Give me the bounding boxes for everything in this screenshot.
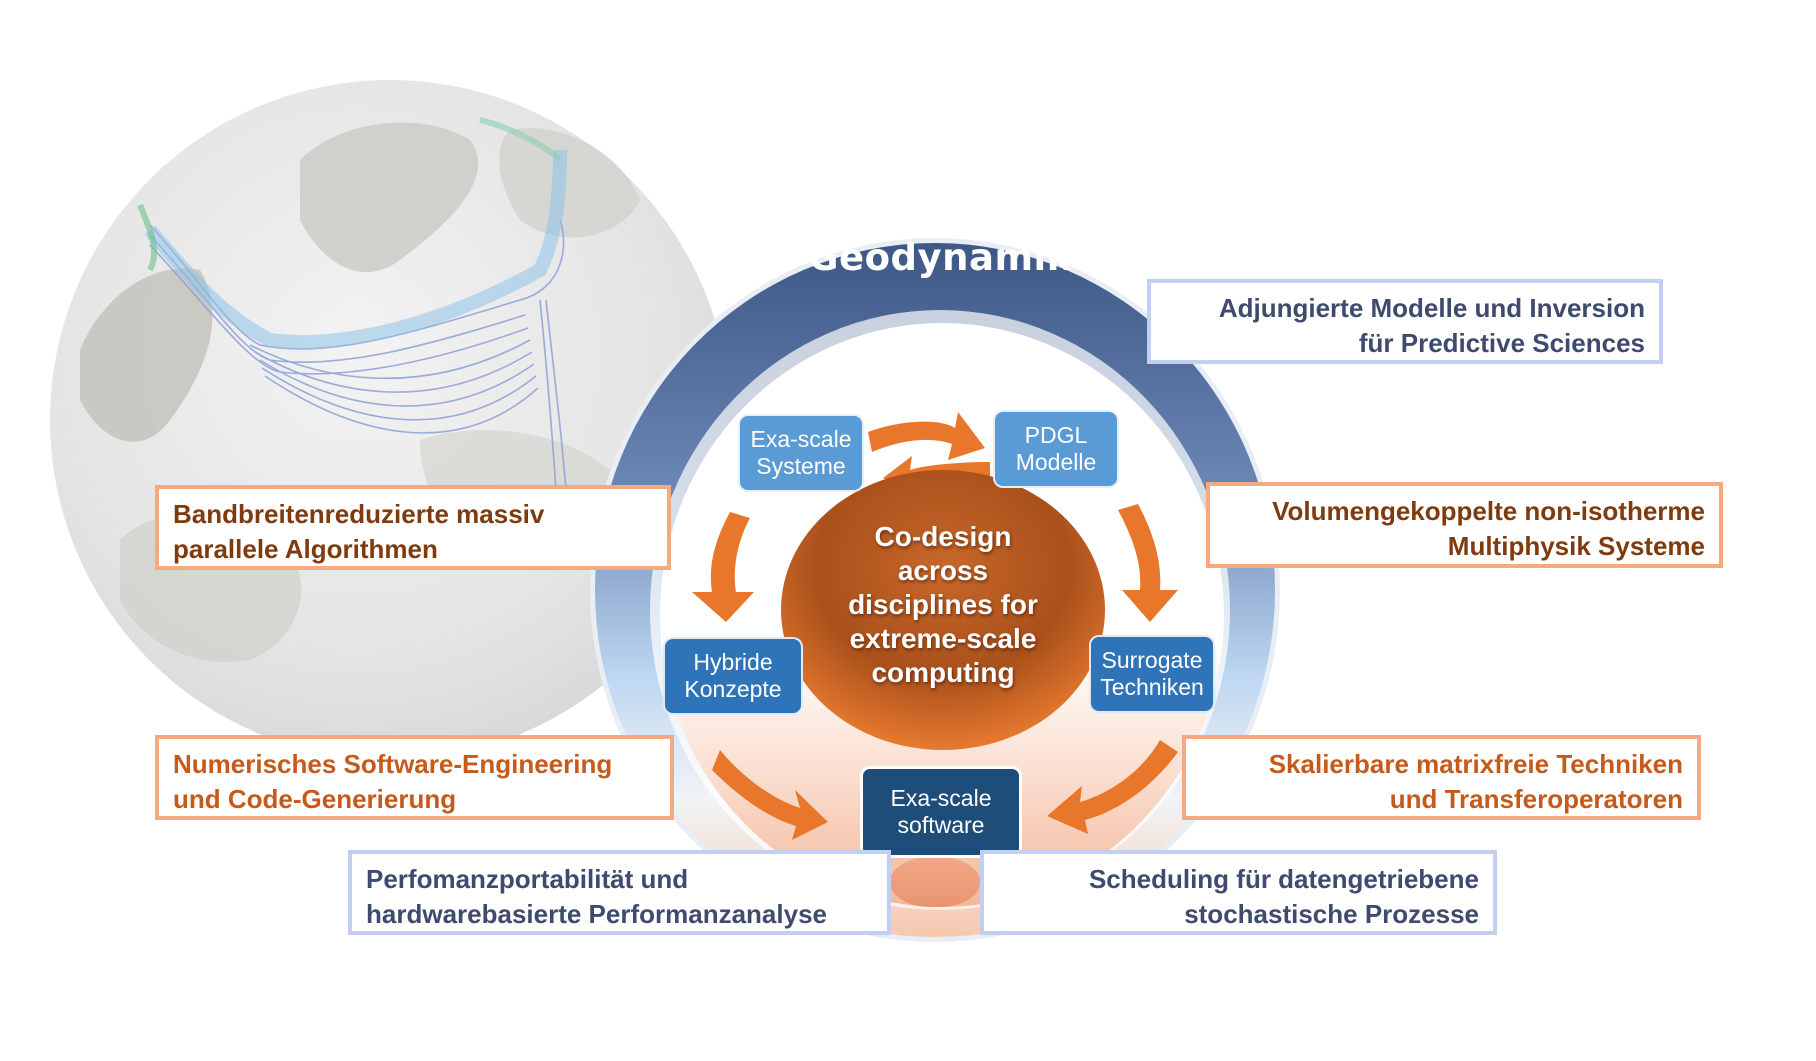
arrow-surrogate-to-software: [1047, 740, 1178, 834]
node-hybride-konzepte: Hybride Konzepte: [663, 637, 803, 715]
arrow-pdgl-to-surrogate: [1118, 504, 1178, 622]
node-exa-scale-software: Exa-scale software: [860, 766, 1022, 858]
topic-line: Multiphysik Systeme: [1447, 531, 1705, 561]
node-label: Modelle: [1015, 449, 1097, 475]
topic-line: für Predictive Sciences: [1358, 328, 1645, 358]
topic-bandbreitenreduzierte-algorithmen: Bandbreitenreduzierte massiv parallele A…: [155, 485, 671, 570]
center-line: Co-design: [874, 521, 1012, 552]
center-line: computing: [871, 657, 1015, 688]
node-surrogate-techniken: Surrogate Techniken: [1089, 635, 1215, 713]
topic-skalierbare-matrixfreie-techniken: Skalierbare matrixfreie Techniken und Tr…: [1182, 735, 1701, 820]
topic-numerisches-software-engineering: Numerisches Software-Engineering und Cod…: [155, 735, 674, 820]
node-label: software: [897, 812, 985, 838]
node-label: Exa-scale: [750, 426, 852, 452]
topic-line: Volumengekoppelte non-isotherme: [1272, 496, 1705, 526]
center-line: extreme-scale: [849, 623, 1037, 654]
center-line: across: [897, 555, 989, 586]
node-label: Techniken: [1100, 674, 1204, 700]
topic-perfomanzportabilitaet: Perfomanzportabilität und hardwarebasier…: [348, 850, 891, 935]
topic-volumengekoppelte-systeme: Volumengekoppelte non-isotherme Multiphy…: [1206, 482, 1723, 568]
topic-adjungierte-modelle: Adjungierte Modelle und Inversion für Pr…: [1147, 279, 1663, 364]
topic-line: Numerisches Software-Engineering: [173, 749, 613, 779]
topic-line: Skalierbare matrixfreie Techniken: [1268, 749, 1683, 779]
center-ellipse: [781, 470, 1105, 750]
arrow-hybride-to-software: [712, 750, 828, 840]
node-label: PDGL: [1024, 422, 1088, 448]
topic-line: Scheduling für datengetriebene: [1088, 864, 1479, 894]
globe-image: [50, 80, 730, 760]
node-label: Exa-scale: [890, 785, 992, 811]
topic-line: stochastische Prozesse: [1184, 899, 1479, 929]
topic-line: Adjungierte Modelle und Inversion: [1218, 293, 1645, 323]
node-label: Surrogate: [1101, 647, 1203, 673]
topic-line: Perfomanzportabilität und: [366, 864, 689, 894]
center-label: Co-design across disciplines for extreme…: [783, 520, 1103, 690]
node-label: Hybride: [693, 649, 773, 675]
topic-line: und Transferoperatoren: [1389, 784, 1683, 814]
topic-scheduling-stochastische-prozesse: Scheduling für datengetriebene stochasti…: [980, 850, 1497, 935]
diagram-title: Geodynamik: [808, 236, 1072, 279]
node-exa-scale-systeme: Exa-scale Systeme: [738, 414, 864, 492]
topic-line: parallele Algorithmen: [173, 534, 438, 564]
topic-line: und Code-Generierung: [173, 784, 457, 814]
topic-line: Bandbreitenreduzierte massiv: [173, 499, 545, 529]
node-label: Systeme: [756, 453, 846, 479]
arrow-systeme-to-pdgl: [868, 412, 985, 460]
center-line: disciplines for: [848, 589, 1038, 620]
arrow-systeme-to-hybride: [692, 512, 754, 622]
node-label: Konzepte: [684, 676, 782, 702]
topic-line: hardwarebasierte Performanzanalyse: [366, 899, 827, 929]
node-pdgl-modelle: PDGL Modelle: [993, 410, 1119, 488]
